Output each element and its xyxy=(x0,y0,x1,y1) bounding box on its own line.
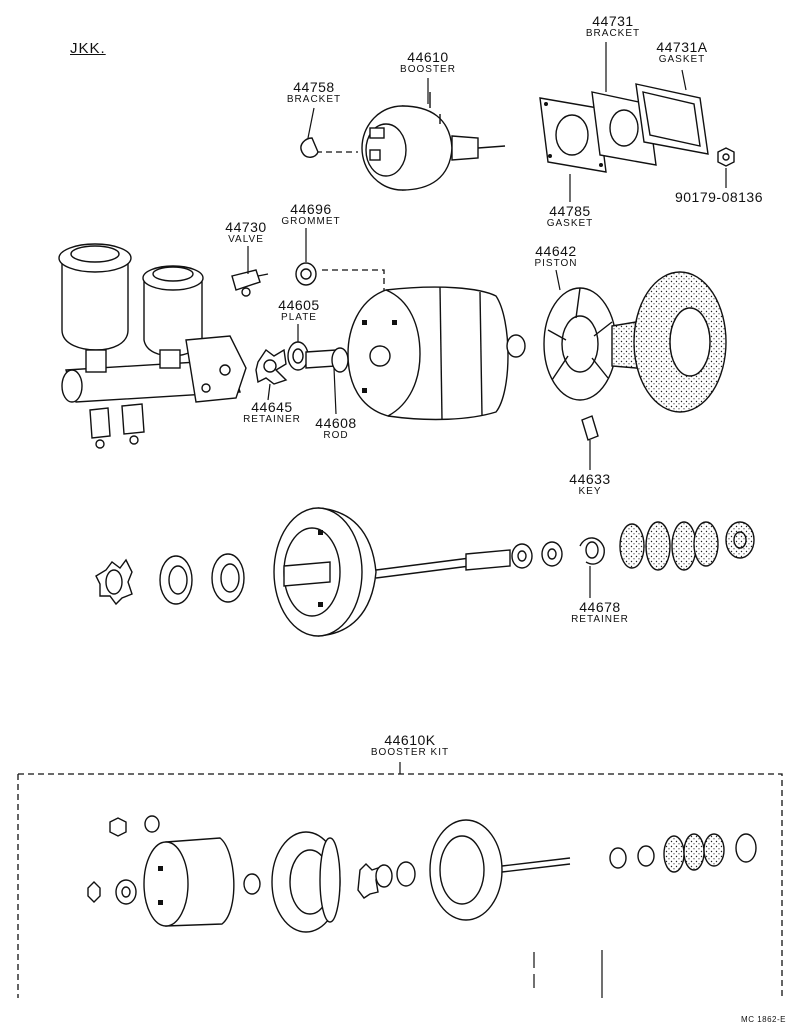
reference-code: MC 1862-E xyxy=(741,1015,786,1024)
master-cylinder xyxy=(58,243,247,449)
label-44731: 44731 BRACKET xyxy=(585,13,641,39)
label-44608: 44608 ROD xyxy=(315,415,357,441)
label-44758: 44758 BRACKET xyxy=(286,79,342,105)
kit-parts xyxy=(87,815,757,933)
bracket-44758 xyxy=(300,137,319,158)
label-44605: 44605 PLATE xyxy=(278,297,320,323)
label-44731A: 44731A GASKET xyxy=(656,39,708,65)
gasket-44785 xyxy=(539,97,607,173)
key-44633 xyxy=(581,415,599,441)
booster-front-shell xyxy=(347,286,509,421)
leader-lines xyxy=(247,42,727,598)
gasket-44731A xyxy=(635,83,709,155)
label-44633: 44633 KEY xyxy=(569,471,611,497)
label-44645: 44645 RETAINER xyxy=(243,399,301,425)
rod-44608 xyxy=(305,347,349,373)
retainer-44678 xyxy=(579,537,605,565)
label-44678: 44678 RETAINER xyxy=(571,599,629,625)
kit-border xyxy=(18,773,783,998)
diagram-code: JKK. xyxy=(70,40,106,57)
plate-44605 xyxy=(287,341,309,371)
piston-44642 xyxy=(543,271,727,413)
label-44610: 44610 BOOSTER xyxy=(400,49,456,75)
booster-mid xyxy=(273,507,511,637)
label-44610K: 44610K BOOSTER KIT xyxy=(370,732,450,758)
boot-mid xyxy=(619,521,755,571)
booster-44610-top xyxy=(361,92,506,191)
label-44730: 44730 VALVE xyxy=(225,219,267,245)
seal-left-1 xyxy=(159,555,193,605)
grommet-44696 xyxy=(295,262,317,286)
retainer-44645 xyxy=(255,348,288,385)
washer-mid-1 xyxy=(511,543,533,569)
nut-90179 xyxy=(717,147,735,167)
label-44696: 44696 GROMMET xyxy=(281,201,341,227)
valve-44730 xyxy=(231,269,269,297)
label-44642: 44642 PISTON xyxy=(534,243,578,269)
seal-left-2 xyxy=(211,553,245,603)
label-90179: 90179-08136 xyxy=(674,189,764,205)
retainer-ring-left xyxy=(95,558,133,606)
washer-mid-2 xyxy=(541,541,563,567)
label-44785: 44785 GASKET xyxy=(546,203,594,229)
seal-ring xyxy=(506,334,526,358)
